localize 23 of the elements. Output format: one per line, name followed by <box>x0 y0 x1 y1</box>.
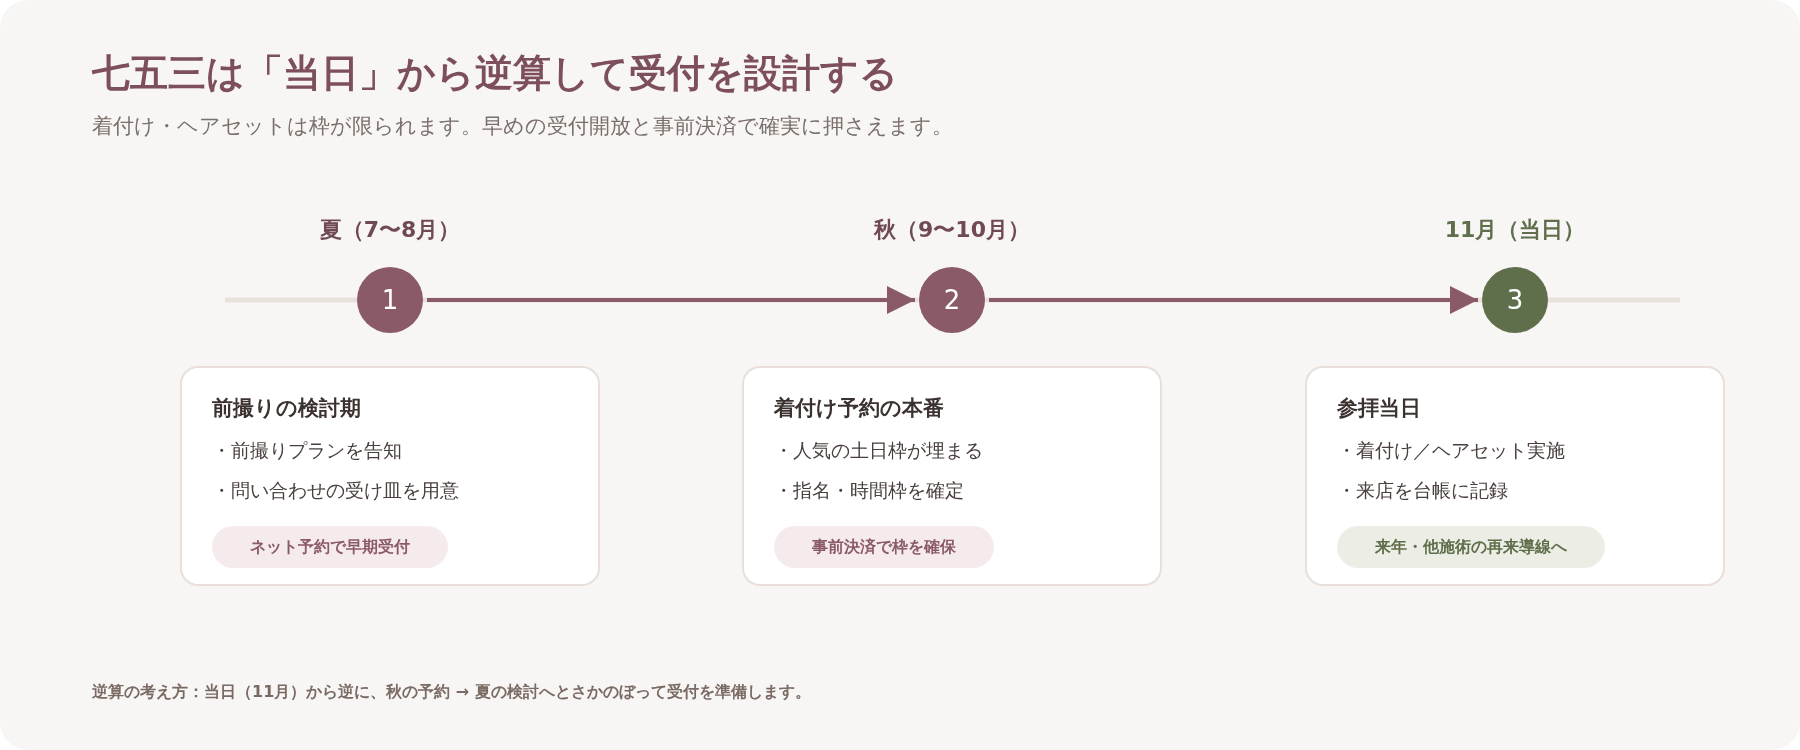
card-heading: 前撮りの検討期 <box>212 395 361 422</box>
bullet-item: ・指名・時間枠を確定 <box>774 478 964 503</box>
tag-pill: ネット予約で早期受付 <box>212 526 448 568</box>
bullet-item: ・前撮りプランを告知 <box>212 438 402 463</box>
arrow <box>989 286 1478 314</box>
bullet-item: ・着付け／ヘアセット実施 <box>1337 438 1565 463</box>
phase-card <box>742 366 1162 586</box>
tag-pill: 事前決済で枠を確保 <box>774 526 994 568</box>
bullet-item: ・来店を台帳に記録 <box>1337 478 1508 503</box>
footnote-text: 逆算の考え方：当日（11月）から逆に、秋の予約 → 夏の検討へとさかのぼって受付を準備します。 <box>92 682 811 703</box>
arrow <box>427 286 915 314</box>
subtitle-text: 着付け・ヘアセットは枠が限られます。早めの受付開放と事前決済で確実に押さえます。 <box>92 113 953 140</box>
bullet-item: ・人気の土日枠が埋まる <box>774 438 983 463</box>
tag-pill: 来年・他施術の再来導線へ <box>1337 526 1605 568</box>
diagram-title: 七五三は「当日」から逆算して受付を設計する <box>92 49 898 97</box>
phase-label: 秋（9〜10月） <box>874 216 1030 244</box>
card-heading: 参拝当日 <box>1337 395 1421 422</box>
card-heading: 着付け予約の本番 <box>774 395 944 422</box>
phase-label: 夏（7〜8月） <box>319 216 461 244</box>
phase-card <box>180 366 600 586</box>
phase-card <box>1305 366 1725 586</box>
phase-label: 11月（当日） <box>1444 216 1586 244</box>
bullet-item: ・問い合わせの受け皿を用意 <box>212 478 459 503</box>
